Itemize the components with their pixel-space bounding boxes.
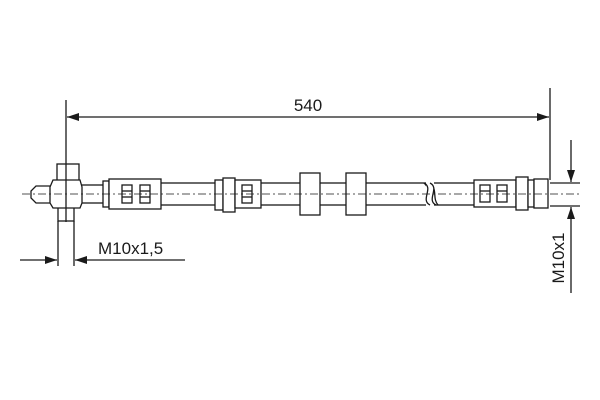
- crimp-sleeve-2: [214, 177, 262, 213]
- length-dimension: 540: [65, 88, 551, 180]
- length-label: 540: [294, 96, 322, 115]
- right-fitting: [473, 176, 549, 211]
- left-thread-label: M10x1,5: [98, 239, 163, 258]
- right-thread-dimension: M10x1: [549, 140, 580, 293]
- left-banjo-fitting: [30, 163, 83, 222]
- left-thread-dimension: M10x1,5: [20, 221, 185, 266]
- right-thread-label: M10x1: [549, 232, 568, 283]
